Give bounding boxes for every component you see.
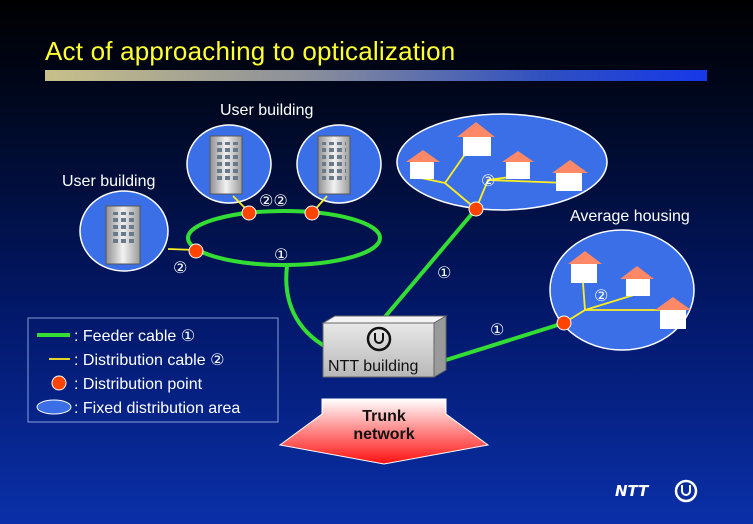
ntt-logo-icon [366, 326, 392, 352]
ntt-building-label: NTT building [328, 358, 418, 375]
legend-point-swatch [51, 375, 67, 391]
legend-feeder-label: : Feeder cable ① [74, 328, 195, 345]
ntt-logo-icon [674, 479, 698, 503]
trunk-network-arrow: Trunk network [278, 398, 490, 465]
distribution-point [468, 201, 484, 217]
feeder-ring [186, 209, 382, 267]
house-icon [457, 122, 495, 156]
distribution-point [188, 243, 204, 259]
distribution-point [241, 205, 257, 221]
marker-one: ① [490, 320, 504, 339]
house-icon [552, 160, 588, 191]
feeder-cable-to-housing-right [445, 321, 565, 362]
legend-area-swatch [36, 399, 72, 415]
house-icon [655, 297, 691, 329]
legend-distribution-label: : Distribution cable ② [74, 352, 224, 369]
legend: : Feeder cable ① : Distribution cable ② … [27, 317, 279, 423]
marker-two: ② [594, 286, 608, 305]
network-label: network [353, 426, 414, 443]
area-housing-right [549, 229, 695, 351]
slide-title: Act of approaching to opticalization [45, 36, 456, 66]
trunk-label: Trunk [362, 408, 406, 425]
marker-two: ② [481, 171, 495, 190]
distribution-point [556, 315, 572, 331]
title-underline-bar [45, 70, 707, 81]
house-icon [620, 266, 654, 296]
house-icon [568, 251, 602, 283]
ntt-corporate-logo: NTT [615, 479, 698, 503]
marker-one: ① [437, 263, 451, 282]
user-building-icon [317, 135, 351, 195]
distribution-point [304, 205, 320, 221]
legend-area-label: : Fixed distribution area [74, 400, 240, 417]
user-building-icon [209, 135, 243, 195]
legend-point-label: : Distribution point [74, 376, 203, 393]
feeder-cable-ring-to-ntt [284, 265, 329, 350]
label-average-housing: Average housing [570, 208, 690, 225]
house-icon [406, 150, 440, 179]
marker-one: ① [274, 245, 288, 264]
ntt-building: NTT building [321, 315, 448, 378]
label-user-building: User building [62, 173, 155, 190]
user-building-icon [105, 205, 141, 265]
label-user-building: User building [220, 102, 313, 119]
ntt-logo-text: NTT [615, 482, 650, 500]
feeder-cable-to-housing-top [382, 207, 478, 320]
marker-two: ② [173, 258, 187, 277]
house-icon [502, 151, 534, 179]
marker-two: ②② [259, 191, 288, 210]
